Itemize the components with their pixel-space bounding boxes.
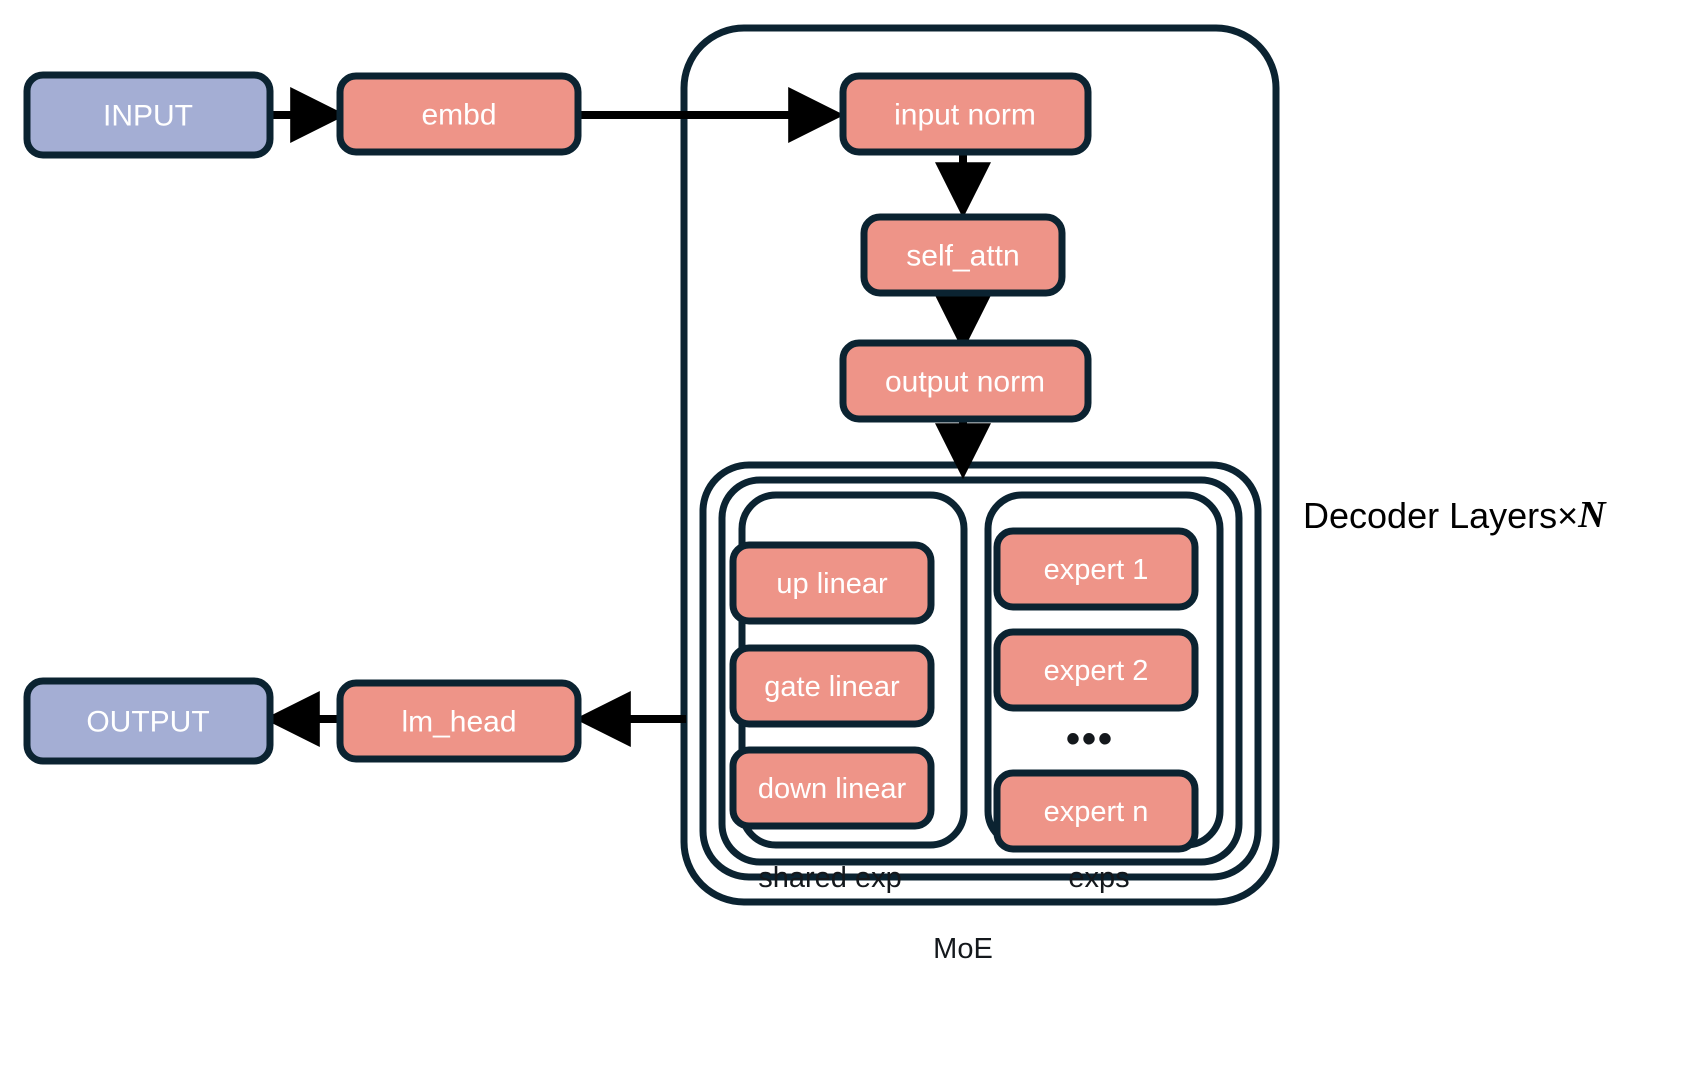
node-input-box[interactable] <box>23 71 274 159</box>
decoder-layers-count: N <box>1577 494 1607 536</box>
node-output-norm-box[interactable] <box>839 339 1092 423</box>
node-gate-linear-label: gate linear <box>764 671 900 703</box>
node-expert-n[interactable]: expert n <box>993 769 1199 853</box>
node-gate-linear-box[interactable] <box>729 644 935 728</box>
node-output-norm-label: output norm <box>885 366 1045 399</box>
group-experts-label: exps <box>1068 862 1129 894</box>
node-lm-head-box[interactable] <box>336 679 582 763</box>
decoder-layers-annotation: Decoder Layers×N <box>1303 494 1607 536</box>
node-expert-2[interactable]: expert 2 <box>993 628 1199 712</box>
node-down-linear-box[interactable] <box>729 746 935 830</box>
node-embd[interactable]: embd <box>336 72 582 156</box>
node-output-box[interactable] <box>23 677 274 765</box>
node-input[interactable]: INPUT <box>23 71 274 159</box>
node-expert-2-box[interactable] <box>993 628 1199 712</box>
node-lm-head[interactable]: lm_head <box>336 679 582 763</box>
node-self-attn-box[interactable] <box>860 213 1066 297</box>
node-expert-1[interactable]: expert 1 <box>993 527 1199 611</box>
node-down-linear[interactable]: down linear <box>729 746 935 830</box>
node-up-linear-label: up linear <box>776 568 888 600</box>
experts-ellipsis: ••• <box>1066 717 1114 761</box>
node-expert-1-box[interactable] <box>993 527 1199 611</box>
node-lm-head-label: lm_head <box>401 706 516 739</box>
node-expert-n-label: expert n <box>1044 796 1149 828</box>
node-up-linear-box[interactable] <box>729 541 935 625</box>
decoder-layers-text: Decoder Layers× <box>1303 495 1578 536</box>
node-output-norm[interactable]: output norm <box>839 339 1092 423</box>
node-output[interactable]: OUTPUT <box>23 677 274 765</box>
node-input-norm[interactable]: input norm <box>839 72 1092 156</box>
node-up-linear[interactable]: up linear <box>729 541 935 625</box>
node-embd-label: embd <box>421 99 496 132</box>
node-input-label: INPUT <box>103 100 193 133</box>
node-down-linear-label: down linear <box>758 773 907 805</box>
node-output-label: OUTPUT <box>86 706 209 739</box>
node-input-norm-box[interactable] <box>839 72 1092 156</box>
group-moe-label: MoE <box>933 933 993 965</box>
group-shared-expert-label: shared exp <box>758 862 902 894</box>
node-embd-box[interactable] <box>336 72 582 156</box>
node-self-attn-label: self_attn <box>906 240 1019 273</box>
node-self-attn[interactable]: self_attn <box>860 213 1066 297</box>
node-expert-2-label: expert 2 <box>1044 655 1149 687</box>
node-input-norm-label: input norm <box>894 99 1036 132</box>
node-gate-linear[interactable]: gate linear <box>729 644 935 728</box>
node-expert-n-box[interactable] <box>993 769 1199 853</box>
node-expert-1-label: expert 1 <box>1044 554 1149 586</box>
